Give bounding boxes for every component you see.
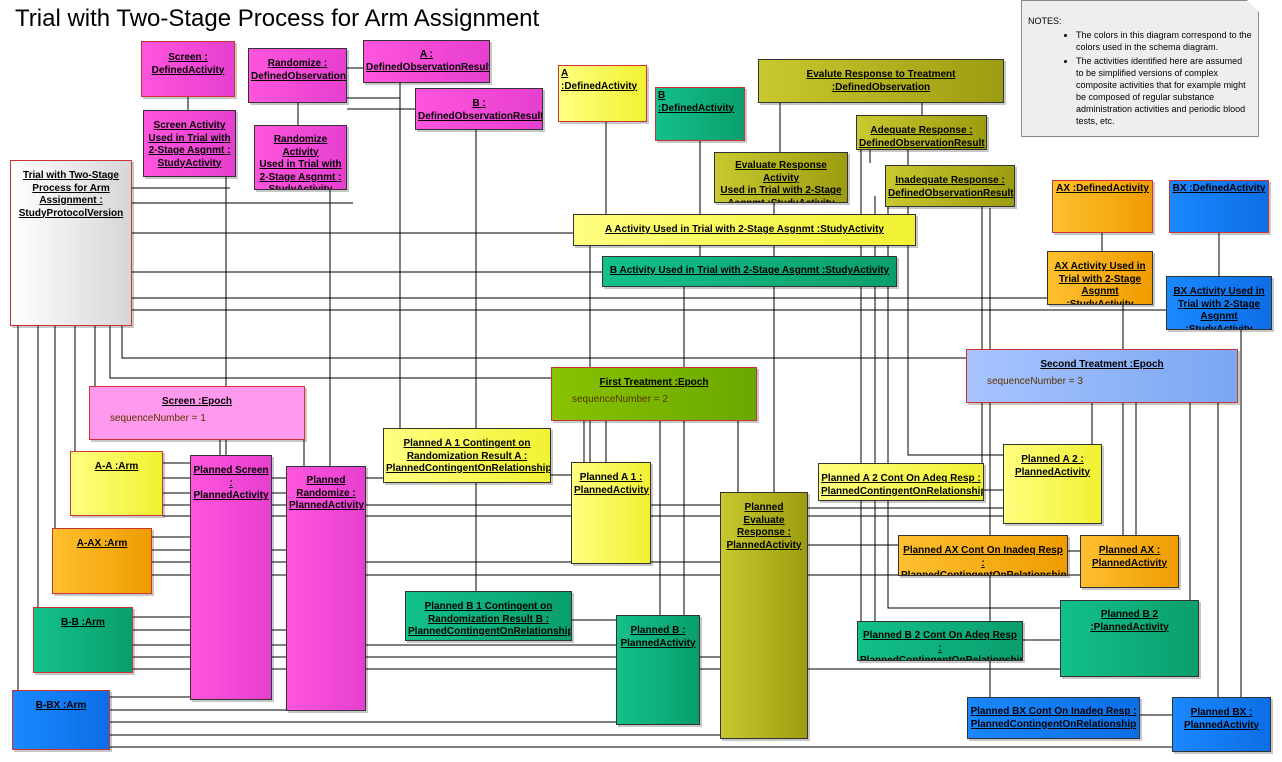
- planned-bx-contingent[interactable]: Planned BX Cont On Inadeq Resp : Planned…: [967, 697, 1140, 739]
- box-label: AX Activity Used in Trial with 2-Stage A…: [1054, 261, 1146, 305]
- b-defined-observation-result[interactable]: B : DefinedObservationResult: [415, 88, 543, 130]
- epoch-sequence-number: sequenceNumber = 1: [110, 412, 206, 424]
- box-label: A-A :Arm: [94, 461, 139, 472]
- planned-b1-contingent[interactable]: Planned B 1 Contingent on Randomization …: [405, 591, 572, 641]
- planned-a1[interactable]: Planned A 1 : PlannedActivity: [571, 462, 651, 564]
- arm-a-a[interactable]: A-A :Arm: [70, 451, 163, 516]
- box-label: Planned B 2 Cont On Adeq Resp : PlannedC…: [860, 630, 1023, 661]
- epoch-sequence-number: sequenceNumber = 3: [987, 375, 1083, 387]
- notes-heading: NOTES:: [1028, 16, 1062, 26]
- randomize-study-activity[interactable]: Randomize Activity Used in Trial with 2-…: [254, 125, 347, 190]
- box-label: A Activity Used in Trial with 2-Stage As…: [605, 224, 884, 235]
- randomize-defined-observation[interactable]: Randomize : DefinedObservation: [248, 48, 347, 103]
- note-item: The activities identified here are assum…: [1076, 55, 1252, 127]
- planned-a1-contingent[interactable]: Planned A 1 Contingent on Randomization …: [383, 428, 551, 483]
- box-label: A :DefinedActivity: [561, 68, 638, 92]
- planned-bx[interactable]: Planned BX : PlannedActivity: [1172, 697, 1271, 752]
- planned-b2[interactable]: Planned B 2 :PlannedActivity: [1060, 600, 1199, 677]
- first-treatment-epoch[interactable]: First Treatment :Epoch sequenceNumber = 2: [551, 367, 757, 421]
- planned-b[interactable]: Planned B : PlannedActivity: [616, 615, 700, 725]
- box-label: Inadequate Response : DefinedObservation…: [888, 175, 1014, 199]
- planned-evaluate-response[interactable]: Planned Evaluate Response : PlannedActiv…: [720, 492, 808, 739]
- box-label: Planned Evaluate Response : PlannedActiv…: [726, 502, 802, 551]
- box-label: Planned B 1 Contingent on Randomization …: [408, 601, 572, 637]
- box-label: Planned B : PlannedActivity: [620, 625, 696, 649]
- planned-a2-contingent[interactable]: Planned A 2 Cont On Adeq Resp : PlannedC…: [818, 463, 984, 501]
- box-label: Planned BX : PlannedActivity: [1183, 707, 1260, 731]
- screen-study-activity[interactable]: Screen Activity Used in Trial with 2-Sta…: [143, 110, 236, 177]
- notes-list: The colors in this diagram correspond to…: [1028, 29, 1252, 127]
- planned-a2[interactable]: Planned A 2 : PlannedActivity: [1003, 444, 1102, 524]
- study-protocol-version[interactable]: Trial with Two-Stage Process for Arm Ass…: [10, 160, 132, 326]
- box-label: Randomize Activity Used in Trial with 2-…: [259, 134, 342, 190]
- box-label: Screen : DefinedActivity: [151, 52, 225, 76]
- note-item: The colors in this diagram correspond to…: [1076, 29, 1252, 53]
- bx-study-activity[interactable]: BX Activity Used in Trial with 2-Stage A…: [1166, 276, 1272, 330]
- box-label: Planned Randomize : PlannedActivity: [289, 475, 365, 511]
- epoch-sequence-number: sequenceNumber = 2: [572, 393, 668, 405]
- box-label: A-AX :Arm: [76, 538, 128, 549]
- b-study-activity[interactable]: B Activity Used in Trial with 2-Stage As…: [602, 256, 897, 287]
- planned-screen[interactable]: Planned Screen : PlannedActivity: [190, 455, 272, 700]
- box-label: Planned BX Cont On Inadeq Resp : Planned…: [970, 706, 1137, 730]
- box-label: Planned A 2 : PlannedActivity: [1014, 454, 1091, 478]
- box-label: B : DefinedObservationResult: [418, 98, 543, 122]
- box-label: Randomize : DefinedObservation: [251, 58, 347, 82]
- box-label: BX Activity Used in Trial with 2-Stage A…: [1173, 286, 1265, 330]
- ax-study-activity[interactable]: AX Activity Used in Trial with 2-Stage A…: [1047, 251, 1153, 305]
- b-defined-activity[interactable]: B :DefinedActivity: [655, 87, 745, 141]
- box-label: B :DefinedActivity: [658, 90, 735, 114]
- box-label: B-B :Arm: [61, 617, 105, 628]
- box-label: Planned A 1 : PlannedActivity: [574, 472, 650, 496]
- inadequate-response-result[interactable]: Inadequate Response : DefinedObservation…: [885, 165, 1015, 207]
- screen-defined-activity[interactable]: Screen : DefinedActivity: [141, 41, 235, 97]
- box-label: Planned A 2 Cont On Adeq Resp : PlannedC…: [821, 473, 984, 497]
- box-label: First Treatment :Epoch: [599, 377, 709, 388]
- box-label: Second Treatment :Epoch: [1040, 359, 1164, 370]
- box-label: Evalute Response to Treatment :DefinedOb…: [806, 69, 956, 93]
- adequate-response-result[interactable]: Adequate Response : DefinedObservationRe…: [856, 115, 987, 150]
- screen-epoch[interactable]: Screen :Epoch sequenceNumber = 1: [89, 386, 305, 440]
- planned-b2-contingent[interactable]: Planned B 2 Cont On Adeq Resp : PlannedC…: [857, 621, 1023, 661]
- ax-defined-activity[interactable]: AX :DefinedActivity: [1052, 180, 1153, 233]
- second-treatment-epoch[interactable]: Second Treatment :Epoch sequenceNumber = …: [966, 349, 1238, 403]
- box-label: B-BX :Arm: [35, 700, 87, 711]
- arm-b-bx[interactable]: B-BX :Arm: [12, 690, 110, 750]
- box-label: AX :DefinedActivity: [1056, 183, 1149, 194]
- arm-a-ax[interactable]: A-AX :Arm: [52, 528, 152, 594]
- box-label: Adequate Response : DefinedObservationRe…: [859, 125, 985, 149]
- diagram-title: Trial with Two-Stage Process for Arm Ass…: [15, 5, 540, 32]
- box-label: Screen :Epoch: [161, 396, 233, 407]
- box-label: Evaluate Response Activity Used in Trial…: [720, 160, 842, 203]
- a-defined-observation-result[interactable]: A : DefinedObservationResult: [363, 40, 490, 83]
- box-label: Planned B 2 :PlannedActivity: [1090, 609, 1169, 633]
- box-label: Screen Activity Used in Trial with 2-Sta…: [148, 120, 231, 169]
- evaluate-response-study-activity[interactable]: Evaluate Response Activity Used in Trial…: [714, 152, 848, 203]
- planned-ax[interactable]: Planned AX : PlannedActivity: [1080, 535, 1179, 588]
- a-defined-activity[interactable]: A :DefinedActivity: [558, 65, 647, 122]
- box-label: Planned Screen : PlannedActivity: [193, 465, 269, 501]
- a-study-activity[interactable]: A Activity Used in Trial with 2-Stage As…: [573, 214, 916, 246]
- evalute-response-defined-observation[interactable]: Evalute Response to Treatment :DefinedOb…: [758, 59, 1004, 103]
- box-label: Planned AX Cont On Inadeq Resp : Planned…: [901, 545, 1067, 576]
- bx-defined-activity[interactable]: BX :DefinedActivity: [1169, 180, 1269, 233]
- planned-ax-contingent[interactable]: Planned AX Cont On Inadeq Resp : Planned…: [898, 535, 1068, 576]
- notes-panel: NOTES: The colors in this diagram corres…: [1021, 0, 1259, 137]
- box-label: Trial with Two-Stage Process for Arm Ass…: [18, 170, 124, 219]
- box-label: B Activity Used in Trial with 2-Stage As…: [609, 265, 890, 276]
- box-label: A : DefinedObservationResult: [366, 49, 490, 73]
- box-label: Planned A 1 Contingent on Randomization …: [386, 438, 551, 474]
- arm-b-b[interactable]: B-B :Arm: [33, 607, 133, 673]
- planned-randomize[interactable]: Planned Randomize : PlannedActivity: [286, 466, 366, 711]
- box-label: Planned AX : PlannedActivity: [1091, 545, 1168, 569]
- box-label: BX :DefinedActivity: [1172, 183, 1266, 194]
